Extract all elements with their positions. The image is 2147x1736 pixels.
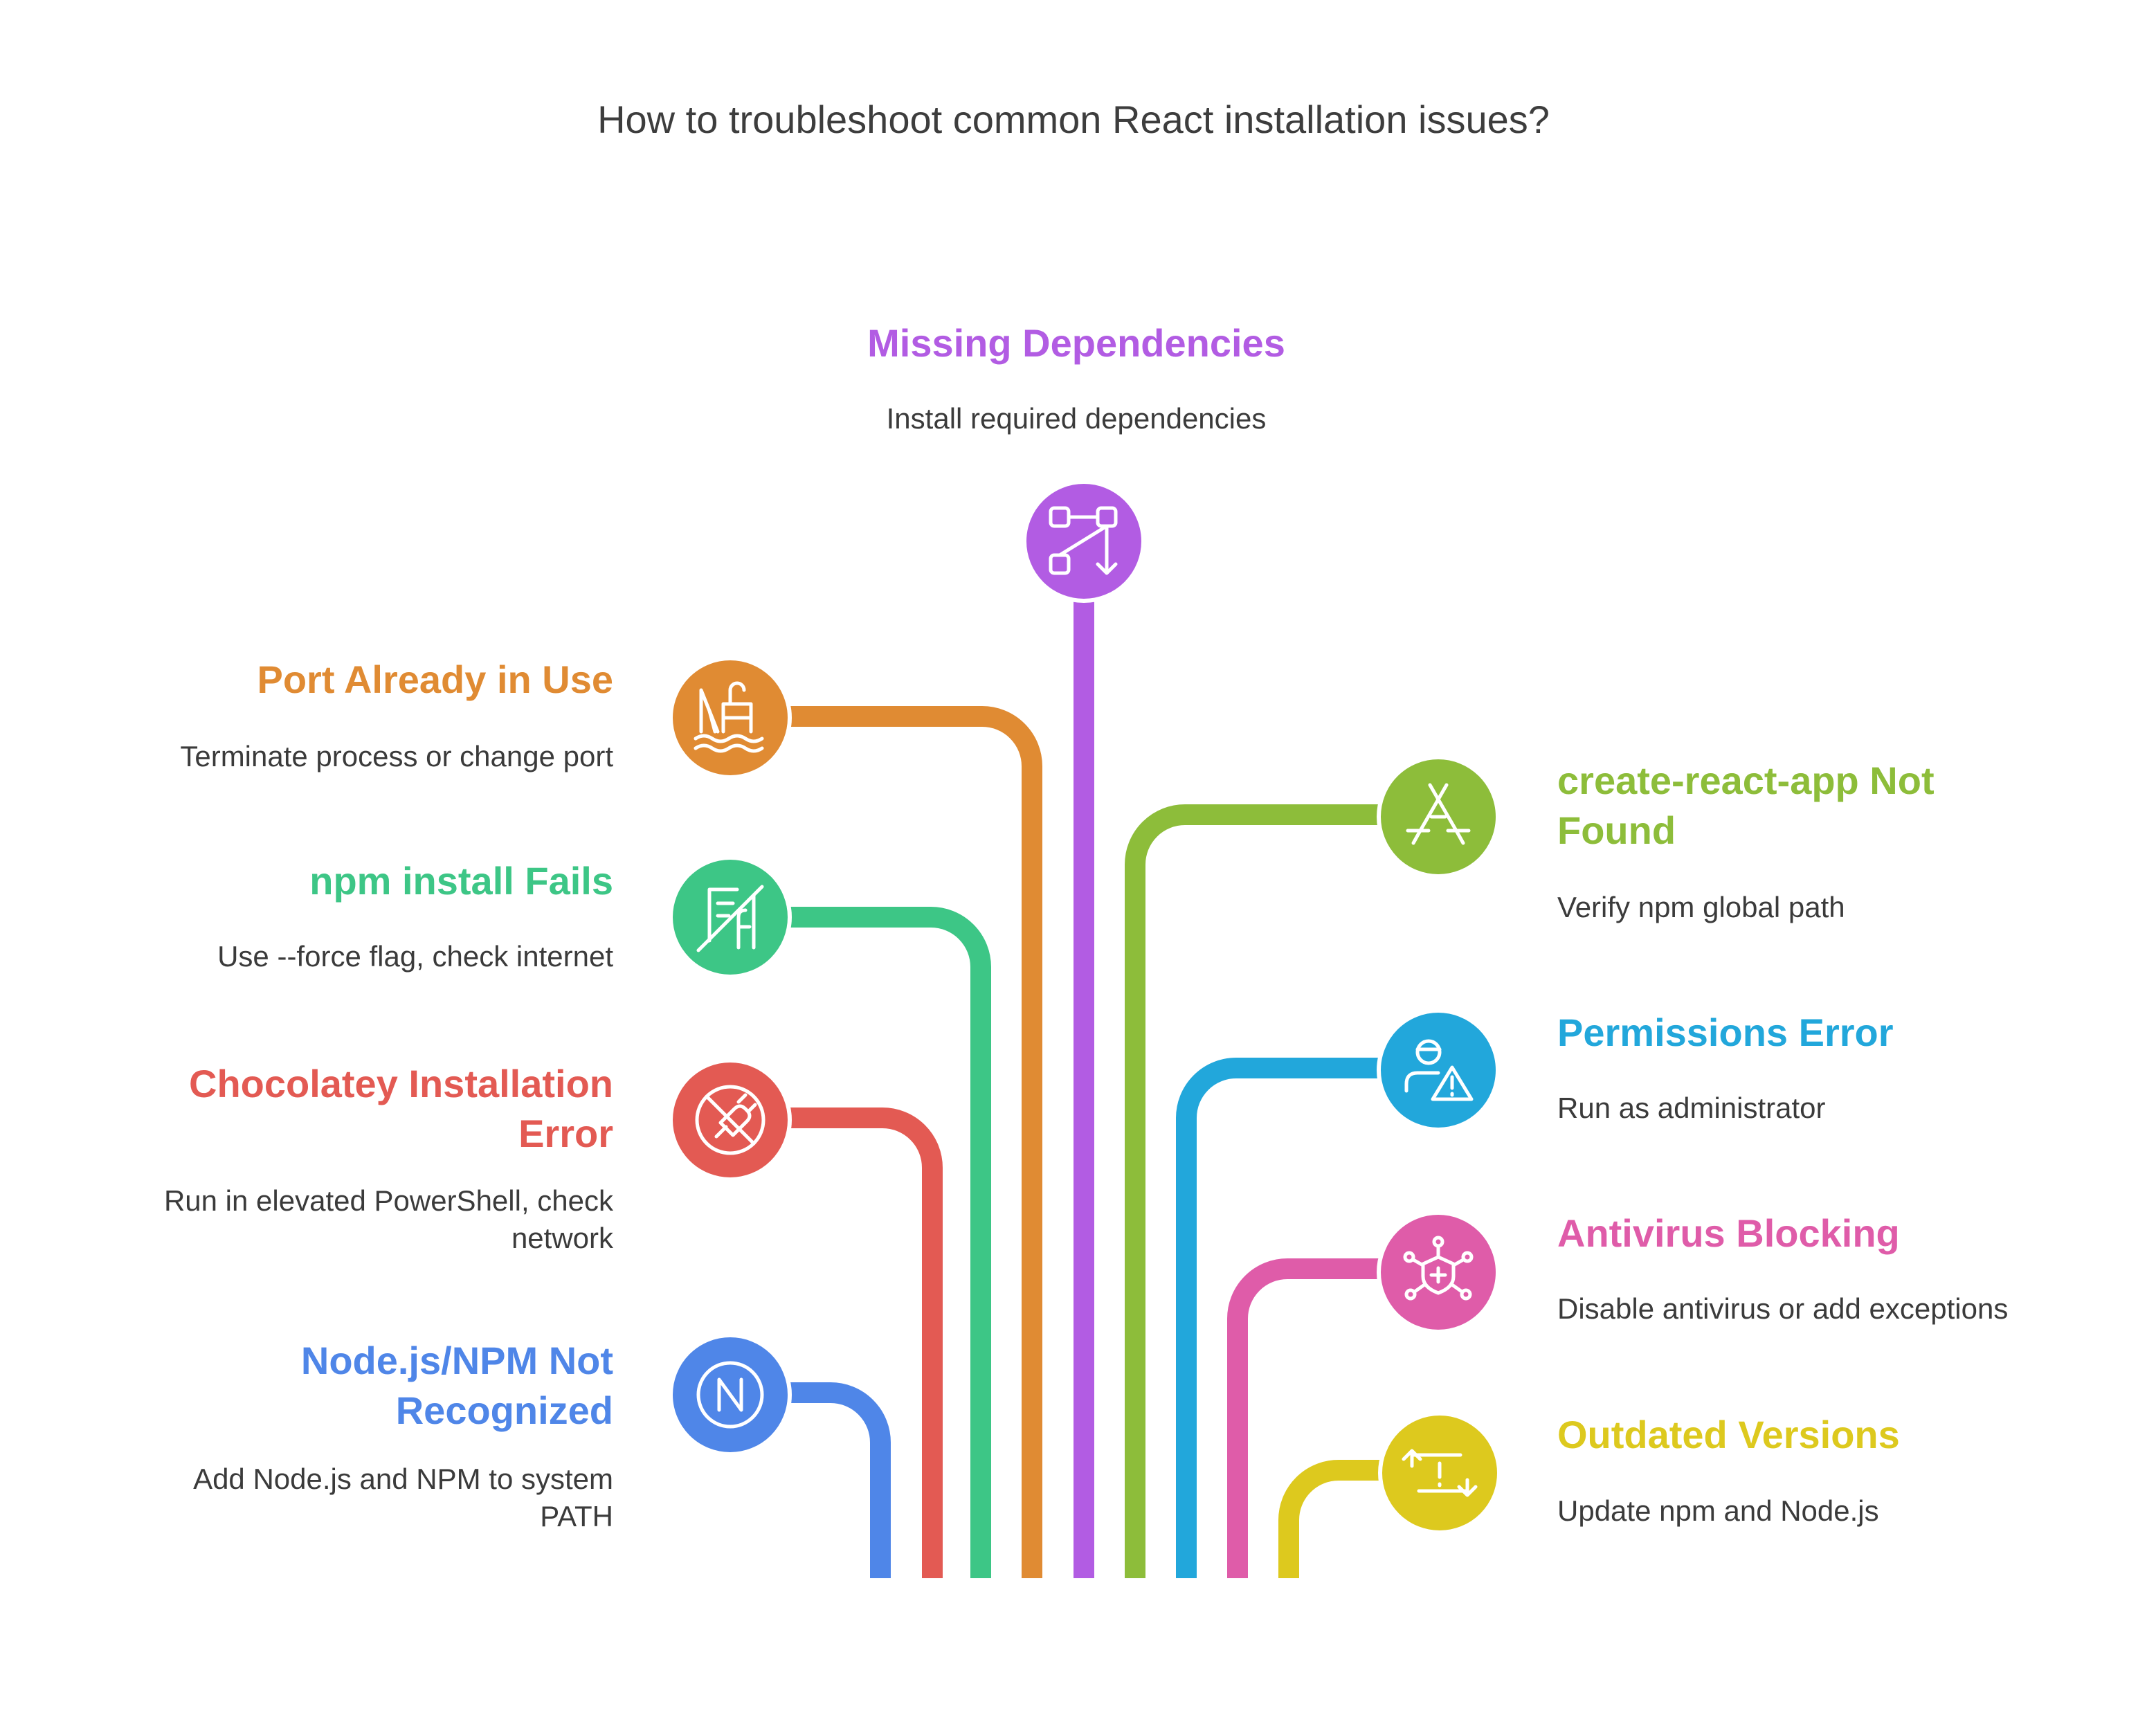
description-cra: Verify npm global path [1557, 891, 1845, 923]
description-node-line1: Add Node.js and NPM to system [193, 1463, 613, 1495]
description-node-line2: PATH [540, 1500, 613, 1532]
connector-perm [1176, 1058, 1433, 1578]
connector-antivirus [1227, 1258, 1433, 1578]
description-outdated: Update npm and Node.js [1557, 1494, 1879, 1527]
user-warning-icon [1404, 1039, 1474, 1101]
heading-node-line2: Recognized [395, 1389, 613, 1432]
heading-node-line1: Node.js/NPM Not [300, 1339, 613, 1382]
plug-blocked-icon [695, 1085, 766, 1155]
connector-outdated [1278, 1460, 1433, 1578]
heading-missing: Missing Dependencies [867, 321, 1285, 365]
heading-npm: npm install Fails [309, 859, 613, 903]
refresh-alert-icon [1402, 1449, 1478, 1497]
heading-cra-line1: create-react-app Not [1557, 759, 1935, 802]
heading-port: Port Already in Use [257, 658, 613, 701]
description-port: Terminate process or change port [180, 740, 613, 772]
heading-choco-line1: Chocolatey Installation [189, 1062, 613, 1105]
heading-outdated: Outdated Versions [1557, 1413, 1900, 1456]
app-store-icon [1406, 783, 1471, 845]
file-crossed-icon [696, 885, 764, 952]
description-perm: Run as administrator [1557, 1092, 1826, 1124]
shield-virus-icon [1403, 1236, 1474, 1301]
description-npm: Use --force flag, check internet [217, 940, 613, 973]
node-n-blocked-icon [696, 1361, 764, 1429]
heading-choco-line2: Error [518, 1112, 613, 1155]
branch-merge-icon [1049, 506, 1118, 575]
connector-port [732, 706, 1042, 1578]
page-title: How to troubleshoot common React install… [597, 98, 1550, 141]
description-choco-line2: network [511, 1222, 613, 1254]
heading-cra-line2: Found [1557, 808, 1676, 852]
heading-perm: Permissions Error [1557, 1011, 1894, 1054]
connector-npm [732, 907, 991, 1578]
heading-antivirus: Antivirus Blocking [1557, 1211, 1900, 1255]
connector-node [732, 1382, 891, 1578]
oil-rig-icon [694, 681, 764, 753]
description-antivirus: Disable antivirus or add exceptions [1557, 1292, 2009, 1325]
description-choco-line1: Run in elevated PowerShell, check [163, 1184, 613, 1217]
circle-perm [1377, 1009, 1500, 1132]
connector-choco [732, 1107, 943, 1578]
description-missing: Install required dependencies [886, 402, 1267, 435]
connector-cra [1125, 804, 1433, 1578]
